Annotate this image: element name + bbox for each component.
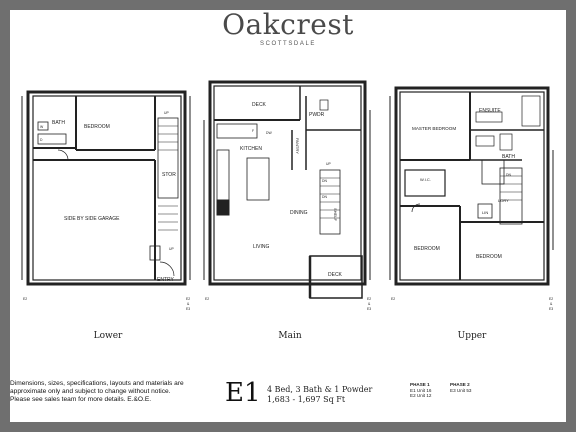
lower-plan	[21, 90, 191, 286]
main-elev-right-3: E3	[367, 307, 371, 311]
lower-mark-dryer: D	[40, 138, 43, 142]
main-elev-left: E2	[205, 297, 209, 301]
main-elev-right-1: E2	[367, 297, 371, 301]
brand-location: SCOTTSDALE	[259, 41, 316, 47]
main-room-dining: DINING	[290, 210, 308, 216]
lower-mark-up-bottom: UP	[169, 247, 174, 251]
main-room-pantry: PANTRY	[295, 138, 300, 154]
main-elev-right-2: &	[368, 302, 371, 306]
lower-room-bath: BATH	[52, 120, 65, 126]
main-room-deck-bottom: DECK	[328, 272, 343, 278]
phase-1-row-2: E2 Unit 12	[410, 393, 432, 399]
upper-room-ensuite: ENSUITE	[479, 108, 501, 114]
main-room-shelf: SHELF	[333, 208, 338, 221]
lower-elev-right-1: E2	[186, 297, 190, 301]
model-specs: 4 Bed, 3 Bath & 1 Powder 1,683 - 1,697 S…	[267, 385, 372, 405]
lower-elev-right-3: E3	[186, 307, 190, 311]
upper-room-laundry: LORY	[498, 198, 509, 203]
upper-room-bedroom-left: BEDROOM	[414, 246, 440, 252]
main-room-powder: PWDR	[309, 112, 325, 118]
lower-room-storage: STOR	[162, 172, 176, 178]
main-mark-down-2: DN	[322, 195, 327, 199]
phase-1: PHASE 1 E1 Unit 16 E2 Unit 12	[410, 382, 431, 399]
level-label-lower: Lower	[93, 331, 123, 341]
lower-room-entry: ENTRY	[157, 277, 175, 283]
lower-room-bedroom: BEDROOM	[84, 124, 110, 130]
upper-elev-right-3: E3	[549, 307, 553, 311]
upper-elev-right-1: E2	[549, 297, 553, 301]
lower-room-garage: SIDE BY SIDE GARAGE	[64, 216, 120, 222]
lower-mark-up-top: UP	[164, 111, 169, 115]
phase-2-title: PHASE 2	[450, 382, 470, 387]
phase-1-title: PHASE 1	[410, 382, 430, 387]
level-label-upper: Upper	[457, 331, 487, 341]
brand-name: Oakcrest	[222, 8, 354, 41]
upper-elev-left: E2	[391, 297, 395, 301]
main-room-living: LIVING	[253, 244, 270, 250]
model-code: E1	[225, 378, 261, 408]
upper-room-linen: LIN	[482, 210, 488, 215]
main-mark-dishwasher: DW	[266, 131, 272, 135]
upper-room-bath: BATH	[502, 154, 515, 160]
upper-mark-down: DN	[506, 173, 511, 177]
lower-elev-right-2: &	[187, 302, 190, 306]
upper-elev-right-2: &	[550, 302, 553, 306]
main-plan	[203, 80, 371, 299]
floorplan-sheet	[10, 10, 566, 422]
main-mark-down-1: DN	[322, 179, 327, 183]
phase-1-row-1: E1 Unit 16	[410, 387, 432, 393]
phase-2: PHASE 2 E3 Unit 53	[450, 382, 471, 393]
level-label-main: Main	[278, 331, 302, 341]
upper-plan	[389, 86, 554, 286]
main-room-deck-top: DECK	[252, 102, 267, 108]
model-summary: 4 Bed, 3 Bath & 1 Powder	[267, 385, 373, 394]
upper-room-bedroom-right: BEDROOM	[476, 254, 502, 260]
phase-2-row-1: E3 Unit 53	[450, 387, 472, 393]
disclaimer: Dimensions, sizes, specifications, layou…	[10, 380, 184, 404]
upper-room-wic: W.I.C.	[420, 177, 431, 182]
upper-room-master-bedroom: MASTER BEDROOM	[412, 126, 456, 131]
main-mark-fridge: F	[252, 129, 254, 133]
main-mark-up: UP	[326, 162, 331, 166]
main-room-kitchen: KITCHEN	[240, 146, 262, 152]
lower-elev-left: E2	[23, 297, 27, 301]
lower-mark-washer: W	[40, 125, 44, 129]
model-area: 1,683 - 1,697 Sq Ft	[267, 395, 346, 404]
